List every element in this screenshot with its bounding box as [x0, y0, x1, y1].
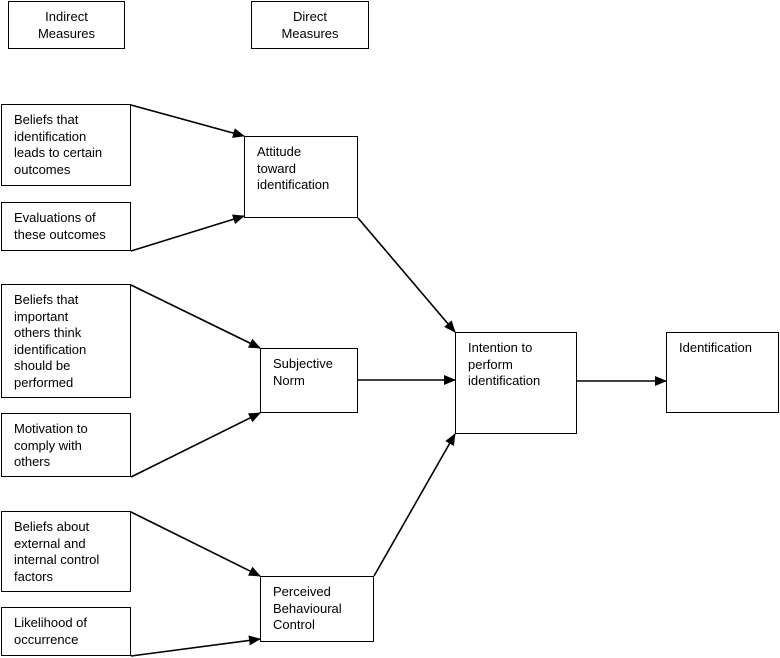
box-evaluations: Evaluations of these outcomes	[1, 202, 131, 251]
box-likelihood: Likelihood of occurrence	[1, 607, 131, 656]
box-motivation: Motivation to comply with others	[1, 413, 131, 477]
arrow-motivation-to-norm	[130, 412, 261, 478]
arrow-evaluations-to-attitude	[130, 214, 245, 252]
arrow-beliefs-control-to-pbc	[130, 511, 261, 577]
box-beliefs-outcomes: Beliefs that identification leads to cer…	[1, 104, 131, 186]
header-indirect-measures: Indirect Measures	[8, 1, 125, 49]
arrow-pbc-to-intention	[373, 433, 456, 577]
box-beliefs-control: Beliefs about external and internal cont…	[1, 511, 131, 592]
box-beliefs-others: Beliefs that important others think iden…	[1, 284, 131, 398]
header-direct-measures: Direct Measures	[251, 1, 369, 49]
arrow-likelihood-to-pbc	[130, 635, 261, 657]
box-intention: Intention to perform identification	[455, 332, 577, 434]
box-identification: Identification	[666, 332, 779, 413]
arrow-beliefs-outcomes-to-attitude	[130, 104, 245, 138]
box-perceived-control: Perceived Behavioural Control	[260, 576, 374, 642]
box-subjective-norm: Subjective Norm	[260, 348, 358, 413]
arrow-beliefs-others-to-norm	[130, 284, 261, 349]
box-attitude: Attitude toward identification	[244, 136, 358, 218]
arrow-attitude-to-intention	[357, 217, 456, 333]
